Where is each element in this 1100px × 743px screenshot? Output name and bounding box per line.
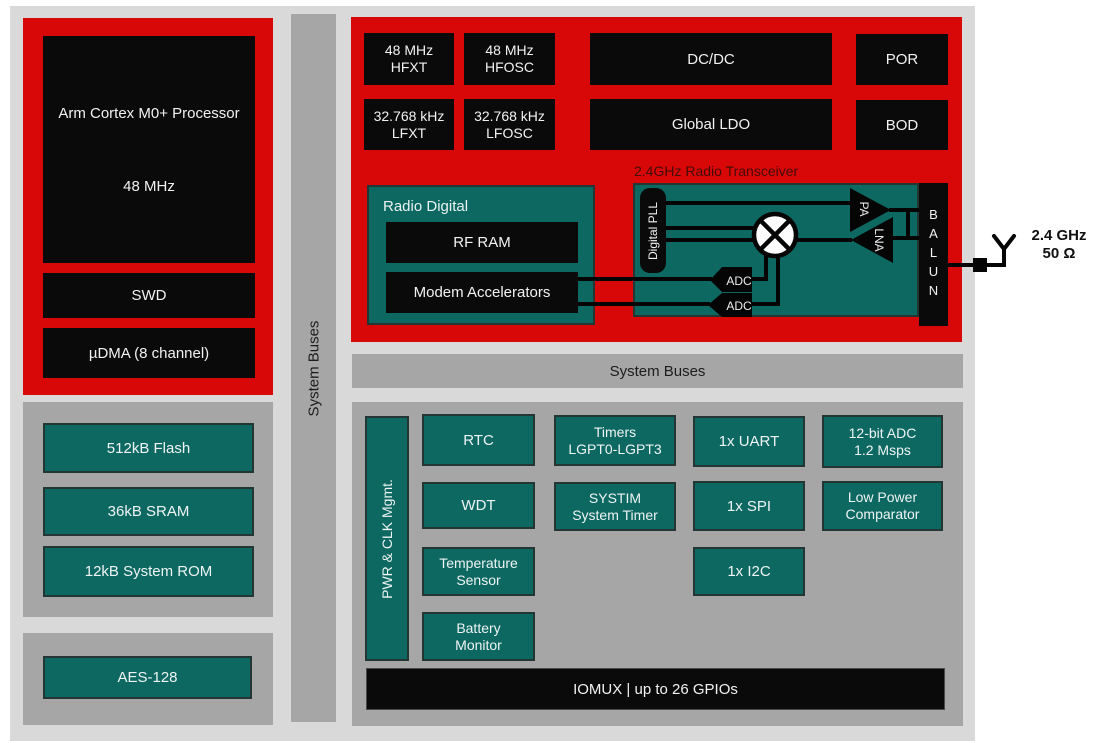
cpu-core-block: Arm Cortex M0+ Processor 48 MHz	[43, 36, 255, 263]
udma-block: µDMA (8 channel)	[43, 328, 255, 378]
ldo-label: Global LDO	[671, 116, 751, 133]
rtc-block: RTC	[422, 414, 535, 466]
temp-line1: Temperature	[439, 554, 518, 571]
system-bus-vertical: System Buses	[291, 14, 336, 722]
antenna-freq: 2.4 GHz	[1031, 227, 1087, 244]
battery-line2: Monitor	[455, 636, 502, 653]
uart-block: 1x UART	[693, 416, 805, 467]
wdt-label: WDT	[461, 497, 496, 514]
swd-label: SWD	[131, 287, 167, 304]
i2c-label: 1x I2C	[727, 563, 771, 580]
udma-label: µDMA (8 channel)	[88, 344, 210, 362]
timers-line1: Timers	[593, 423, 637, 440]
swd-block: SWD	[43, 273, 255, 318]
pwr-clk-mgmt-block: PWR & CLK Mgmt.	[365, 416, 409, 661]
aes-block: AES-128	[43, 656, 252, 699]
rf-transceiver-block	[633, 183, 919, 317]
antenna-port-pad	[973, 258, 987, 272]
sram-label: 36kB SRAM	[107, 503, 190, 520]
radio-digital-label: Radio Digital	[383, 198, 469, 215]
temp-line2: Sensor	[456, 571, 501, 588]
uart-label: 1x UART	[718, 433, 780, 450]
lfosc-line1: 32.768 kHz	[474, 107, 545, 124]
hfxt-line2: HFXT	[390, 59, 428, 75]
spi-block: 1x SPI	[693, 481, 805, 531]
balun-label: BALUN	[926, 207, 941, 302]
bod-label: BOD	[885, 116, 919, 134]
timers-line2: LGPT0-LGPT3	[568, 440, 662, 457]
aes-label: AES-128	[117, 669, 178, 686]
system-bus-vertical-label: System Buses	[305, 320, 322, 416]
modem-accelerators-label: Modem Accelerators	[413, 284, 551, 301]
por-label: POR	[885, 51, 919, 68]
systim-line2: System Timer	[572, 506, 658, 523]
rom-block: 12kB System ROM	[43, 546, 254, 597]
rtc-label: RTC	[463, 431, 494, 449]
rf-ram-label: RF RAM	[453, 234, 511, 251]
systim-line1: SYSTIM	[588, 489, 642, 506]
lp-comp-line2: Comparator	[845, 506, 920, 522]
adc12-line1: 12-bit ADC	[848, 424, 917, 441]
battery-line1: Battery	[456, 619, 501, 636]
i2c-block: 1x I2C	[693, 547, 805, 596]
lfxt-line2: LFXT	[391, 124, 427, 141]
iomux-block: IOMUX | up to 26 GPIOs	[366, 668, 945, 710]
modem-accelerators-block: Modem Accelerators	[386, 272, 578, 313]
cpu-core-name: Arm Cortex M0+ Processor	[58, 104, 240, 122]
iomux-label: IOMUX | up to 26 GPIOs	[573, 680, 738, 698]
flash-block: 512kB Flash	[43, 423, 254, 473]
digital-pll-label: Digital PLL	[646, 201, 660, 260]
sram-block: 36kB SRAM	[43, 487, 254, 536]
rom-label: 12kB System ROM	[84, 563, 213, 580]
lfxt-line1: 32.768 kHz	[373, 107, 445, 124]
system-bus-horizontal: System Buses	[352, 354, 963, 388]
hfosc-line1: 48 MHz	[485, 42, 534, 58]
antenna-impedance: 50 Ω	[1042, 245, 1076, 262]
hfxt-line1: 48 MHz	[384, 42, 434, 58]
hfosc-line2: HFOSC	[485, 59, 534, 75]
radio-transceiver-title: 2.4GHz Radio Transceiver	[634, 163, 799, 179]
dcdc-block: DC/DC	[590, 33, 832, 85]
antenna-spec-label: 2.4 GHz 50 Ω	[1018, 227, 1100, 263]
cpu-core-speed: 48 MHz	[123, 177, 175, 195]
antenna-arm-left	[992, 234, 1006, 251]
por-block: POR	[856, 34, 948, 85]
pwr-clk-mgmt-label: PWR & CLK Mgmt.	[379, 478, 396, 599]
antenna-arm-right	[1002, 234, 1016, 251]
ldo-block: Global LDO	[590, 99, 832, 150]
rf-ram-block: RF RAM	[386, 222, 578, 263]
spi-label: 1x SPI	[726, 497, 772, 515]
bod-block: BOD	[856, 100, 948, 150]
wdt-block: WDT	[422, 482, 535, 529]
dcdc-label: DC/DC	[687, 50, 735, 68]
system-bus-horizontal-label: System Buses	[609, 362, 706, 380]
digital-pll-block: Digital PLL	[640, 188, 666, 273]
flash-label: 512kB Flash	[106, 439, 191, 457]
balun-block: BALUN	[919, 183, 948, 326]
lp-comp-line1: Low Power	[847, 489, 918, 505]
adc12-line2: 1.2 Msps	[854, 441, 911, 458]
lfosc-line2: LFOSC	[486, 124, 533, 141]
